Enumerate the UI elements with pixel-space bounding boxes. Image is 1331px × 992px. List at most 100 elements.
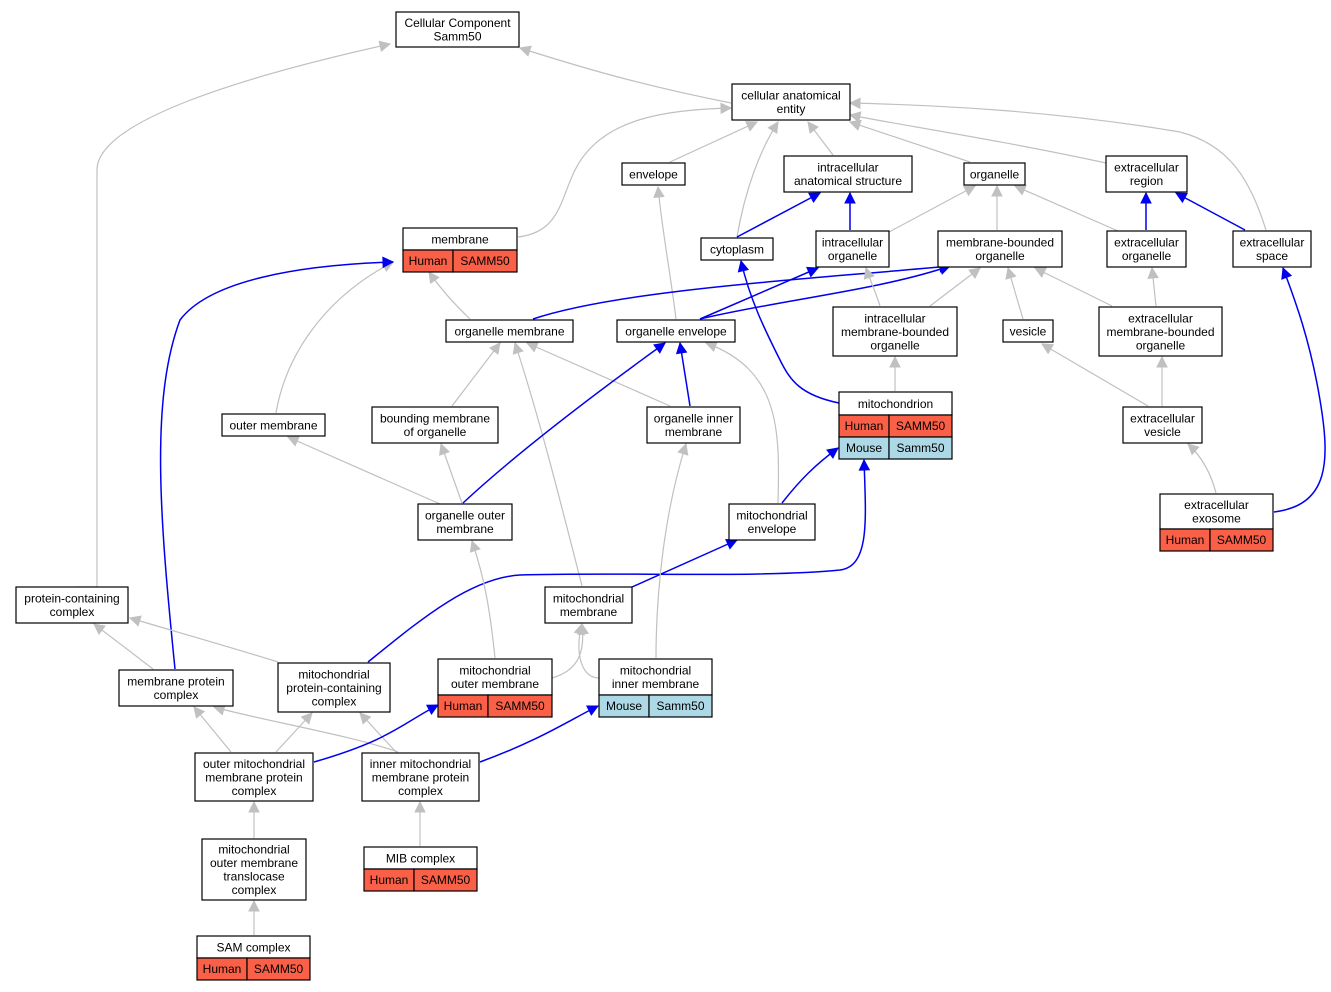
edge-arrowhead	[848, 111, 862, 123]
node-orgmem[interactable]: organelle membrane	[445, 319, 574, 343]
edge-arrowhead	[439, 442, 450, 456]
edge-arrowhead	[518, 45, 532, 57]
node-orgenv[interactable]: organelle envelope	[616, 319, 736, 343]
node-label-line: outer membrane	[451, 677, 539, 691]
edge-line	[1034, 267, 1113, 307]
edge-arrowhead	[848, 97, 861, 110]
edge-outermem-to-membrane	[275, 261, 394, 414]
edge-extreg-to-cae	[848, 111, 1107, 164]
edge-line	[781, 447, 839, 504]
gene-cell	[413, 868, 478, 892]
node-label-line: envelope	[748, 522, 797, 536]
species-label: Human	[444, 699, 483, 713]
edge-imbo-to-mbo	[929, 267, 981, 307]
node-outermem[interactable]: outer membrane	[221, 413, 326, 437]
node-box	[1106, 230, 1187, 268]
edge-line	[1041, 343, 1149, 407]
edge-mbo-to-organelle	[991, 184, 1003, 230]
edge-arrowhead	[426, 704, 439, 716]
node-label-line: vesicle	[1010, 324, 1047, 338]
node-label-line: membrane protein	[372, 770, 469, 784]
node-vesicle[interactable]: vesicle	[1002, 319, 1054, 343]
edge-mitomem-to-mitoenv	[631, 538, 739, 588]
node-cytoplasm[interactable]: cytoplasm	[700, 237, 774, 261]
edge-imbo-to-intorg	[863, 266, 881, 307]
edge-line	[213, 706, 399, 753]
node-label-line: mitochondrial	[553, 592, 624, 606]
node-label-line: membrane protein	[205, 770, 302, 784]
species-label: Human	[409, 254, 448, 268]
edge-line	[479, 705, 599, 763]
edge-orgenv-to-intorg	[699, 266, 820, 320]
edge-line	[669, 121, 758, 163]
node-label-line: intracellular	[817, 161, 878, 175]
node-box	[1098, 306, 1223, 357]
node-label-line: protein-containing	[24, 592, 119, 606]
gene-label: SAMM50	[1217, 533, 1267, 547]
edge-line	[888, 185, 976, 233]
edge-line	[740, 260, 840, 404]
edge-imm_pc-to-mim	[479, 705, 599, 763]
edge-mito-to-imbo	[889, 355, 901, 391]
node-box	[646, 406, 741, 444]
edge-line	[679, 342, 691, 407]
edge-ias-to-cae	[807, 121, 834, 156]
node-label-line: complex	[154, 688, 199, 702]
edge-line	[159, 261, 394, 670]
node-label-line: cytoplasm	[710, 242, 764, 256]
node-box	[963, 162, 1026, 186]
gene-cell	[487, 694, 553, 718]
node-envelope[interactable]: envelope	[621, 162, 686, 186]
edge-arrowhead	[808, 192, 821, 204]
edge-arrowhead	[300, 712, 313, 725]
edge-arrowhead	[737, 259, 750, 273]
node-label-line: extracellular	[1114, 161, 1179, 175]
node-label-line: Samm50	[433, 30, 481, 44]
node-label-line: organelle	[828, 249, 878, 263]
node-label-line: organelle	[970, 167, 1020, 181]
node-box	[621, 162, 686, 186]
edge-line	[519, 47, 732, 104]
edge-line	[313, 704, 439, 763]
edge-mitoenv-to-mito	[781, 447, 839, 504]
node-label-line: region	[1130, 174, 1163, 188]
node-label-line: SAM complex	[216, 940, 290, 954]
node-label-line: extracellular	[1130, 412, 1195, 426]
edge-arrowhead	[704, 341, 718, 353]
node-box	[361, 752, 480, 802]
edge-line	[517, 107, 732, 238]
edge-arrowhead	[248, 800, 260, 813]
edge-tom-to-omm_pc	[248, 800, 260, 838]
node-organelle[interactable]: organelle	[963, 162, 1026, 186]
